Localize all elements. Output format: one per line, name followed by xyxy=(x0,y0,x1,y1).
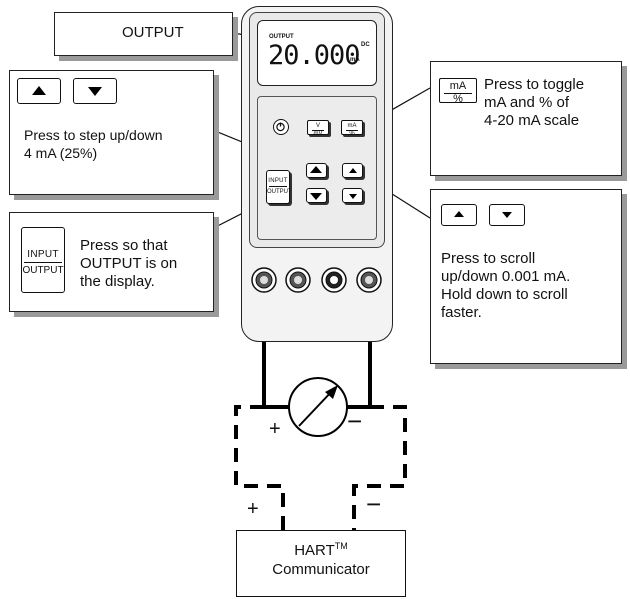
step-callout-down-key xyxy=(73,78,117,104)
voltage-mode-button[interactable]: V mV xyxy=(307,120,329,137)
triangle-up-icon xyxy=(32,86,46,95)
scroll-callout-down-key xyxy=(489,204,525,226)
ma-key-numerator: mA xyxy=(347,123,357,129)
power-button[interactable] xyxy=(273,119,289,135)
voltage-key-numerator: V xyxy=(315,123,320,129)
jack-3[interactable] xyxy=(321,267,347,293)
communicator-plus-label: + xyxy=(247,498,259,520)
device-io-key-bottom: OUTPUT xyxy=(267,189,292,195)
jack-row xyxy=(251,267,382,293)
lcd-value: 20.000 xyxy=(268,40,361,71)
loop-wire-left xyxy=(234,405,285,530)
triangle-down-icon xyxy=(88,87,102,96)
power-icon xyxy=(276,122,285,132)
voltage-key-denominator: mV xyxy=(312,130,324,137)
io-callout: INPUT OUTPUT Press so that OUTPUT is on … xyxy=(9,212,214,312)
meter-plus-label: + xyxy=(269,418,281,440)
output-callout: OUTPUT xyxy=(54,12,233,56)
trademark-symbol: TM xyxy=(334,541,348,551)
toggle-callout-key: mA % xyxy=(439,78,477,105)
step-callout-up-key xyxy=(17,78,61,104)
toggle-callout-text: Press to toggle mA and % of 4-20 mA scal… xyxy=(484,76,585,129)
scroll-callout-up-key xyxy=(441,204,477,226)
toggle-callout: mA % Press to toggle mA and % of 4-20 mA… xyxy=(430,61,622,176)
step-down-button[interactable] xyxy=(306,188,327,203)
lcd-mode-label: OUTPUT xyxy=(269,34,294,40)
jack-1[interactable] xyxy=(251,267,277,293)
ma-percent-button[interactable]: mA % xyxy=(341,120,363,137)
jack-2[interactable] xyxy=(285,267,311,293)
hart-label: Communicator xyxy=(272,561,370,578)
scroll-callout: Press to scroll up/down 0.001 mA. Hold d… xyxy=(430,189,622,364)
io-callout-key-bottom: OUTPUT xyxy=(22,265,64,276)
meter-minus-label: − xyxy=(347,406,363,436)
meter-arrowhead xyxy=(325,385,338,399)
communicator-minus-label: − xyxy=(366,489,382,519)
io-callout-text: Press so that OUTPUT is on the display. xyxy=(80,237,178,290)
small-triangle-up-icon xyxy=(349,168,357,173)
triangle-up-icon xyxy=(310,166,322,173)
io-callout-key-top: INPUT xyxy=(27,249,59,260)
step-callout: Press to step up/down 4 mA (25%) xyxy=(9,70,214,195)
output-callout-label: OUTPUT xyxy=(122,24,184,41)
hart-communicator-box: HARTTM Communicator xyxy=(236,530,406,597)
scroll-callout-text: Press to scroll up/down 0.001 mA. Hold d… xyxy=(441,250,571,321)
scroll-down-button[interactable] xyxy=(342,188,363,203)
lcd-unit: mA xyxy=(350,57,360,63)
ma-key-denominator: % xyxy=(346,130,358,137)
loop-wire-right xyxy=(352,405,407,530)
hart-title: HARTTM xyxy=(237,541,405,559)
hart-name: HART xyxy=(294,542,335,559)
step-callout-text: Press to step up/down 4 mA (25%) xyxy=(24,127,163,161)
triangle-down-icon xyxy=(310,193,322,200)
lcd-dc-indicator: DC xyxy=(361,42,370,48)
scroll-up-button[interactable] xyxy=(342,163,363,178)
input-output-button[interactable]: INPUT OUTPUT xyxy=(266,170,292,204)
step-up-button[interactable] xyxy=(306,163,327,178)
io-callout-key: INPUT OUTPUT xyxy=(21,227,65,293)
lcd-display: OUTPUT 20.000 mA DC xyxy=(257,20,377,86)
small-triangle-down-icon xyxy=(349,194,357,199)
io-callout-key-divider xyxy=(24,262,62,263)
device-io-key-divider xyxy=(269,186,287,187)
jack-4[interactable] xyxy=(356,267,382,293)
small-triangle-up-icon xyxy=(454,211,464,217)
device-io-key-top: INPUT xyxy=(268,178,288,184)
toggle-key-denominator: % xyxy=(444,93,472,105)
small-triangle-down-icon xyxy=(502,212,512,218)
meter-needle xyxy=(298,388,335,427)
toggle-key-numerator: mA xyxy=(449,80,467,92)
